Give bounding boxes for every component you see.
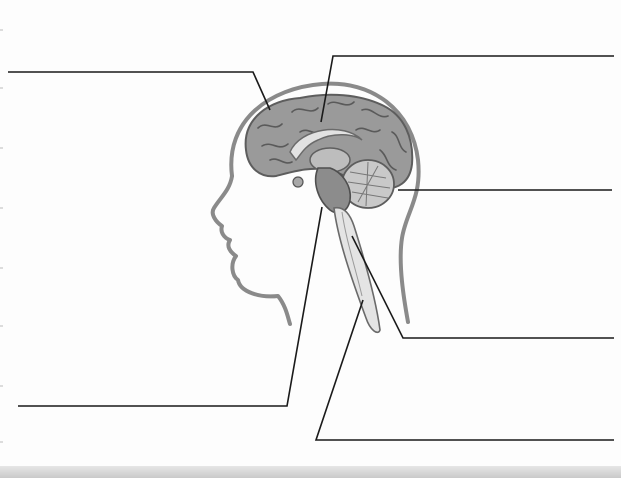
leader-pons-medulla [352, 236, 614, 338]
pituitary [293, 177, 303, 187]
leader-spinal-cord [316, 300, 614, 440]
face-profile [213, 176, 290, 324]
leader-brainstem [18, 207, 322, 406]
spinal-cord [334, 208, 380, 333]
bottom-shadow-bar [0, 466, 621, 478]
margin-ticks [0, 30, 3, 442]
leader-cerebrum [8, 72, 270, 110]
